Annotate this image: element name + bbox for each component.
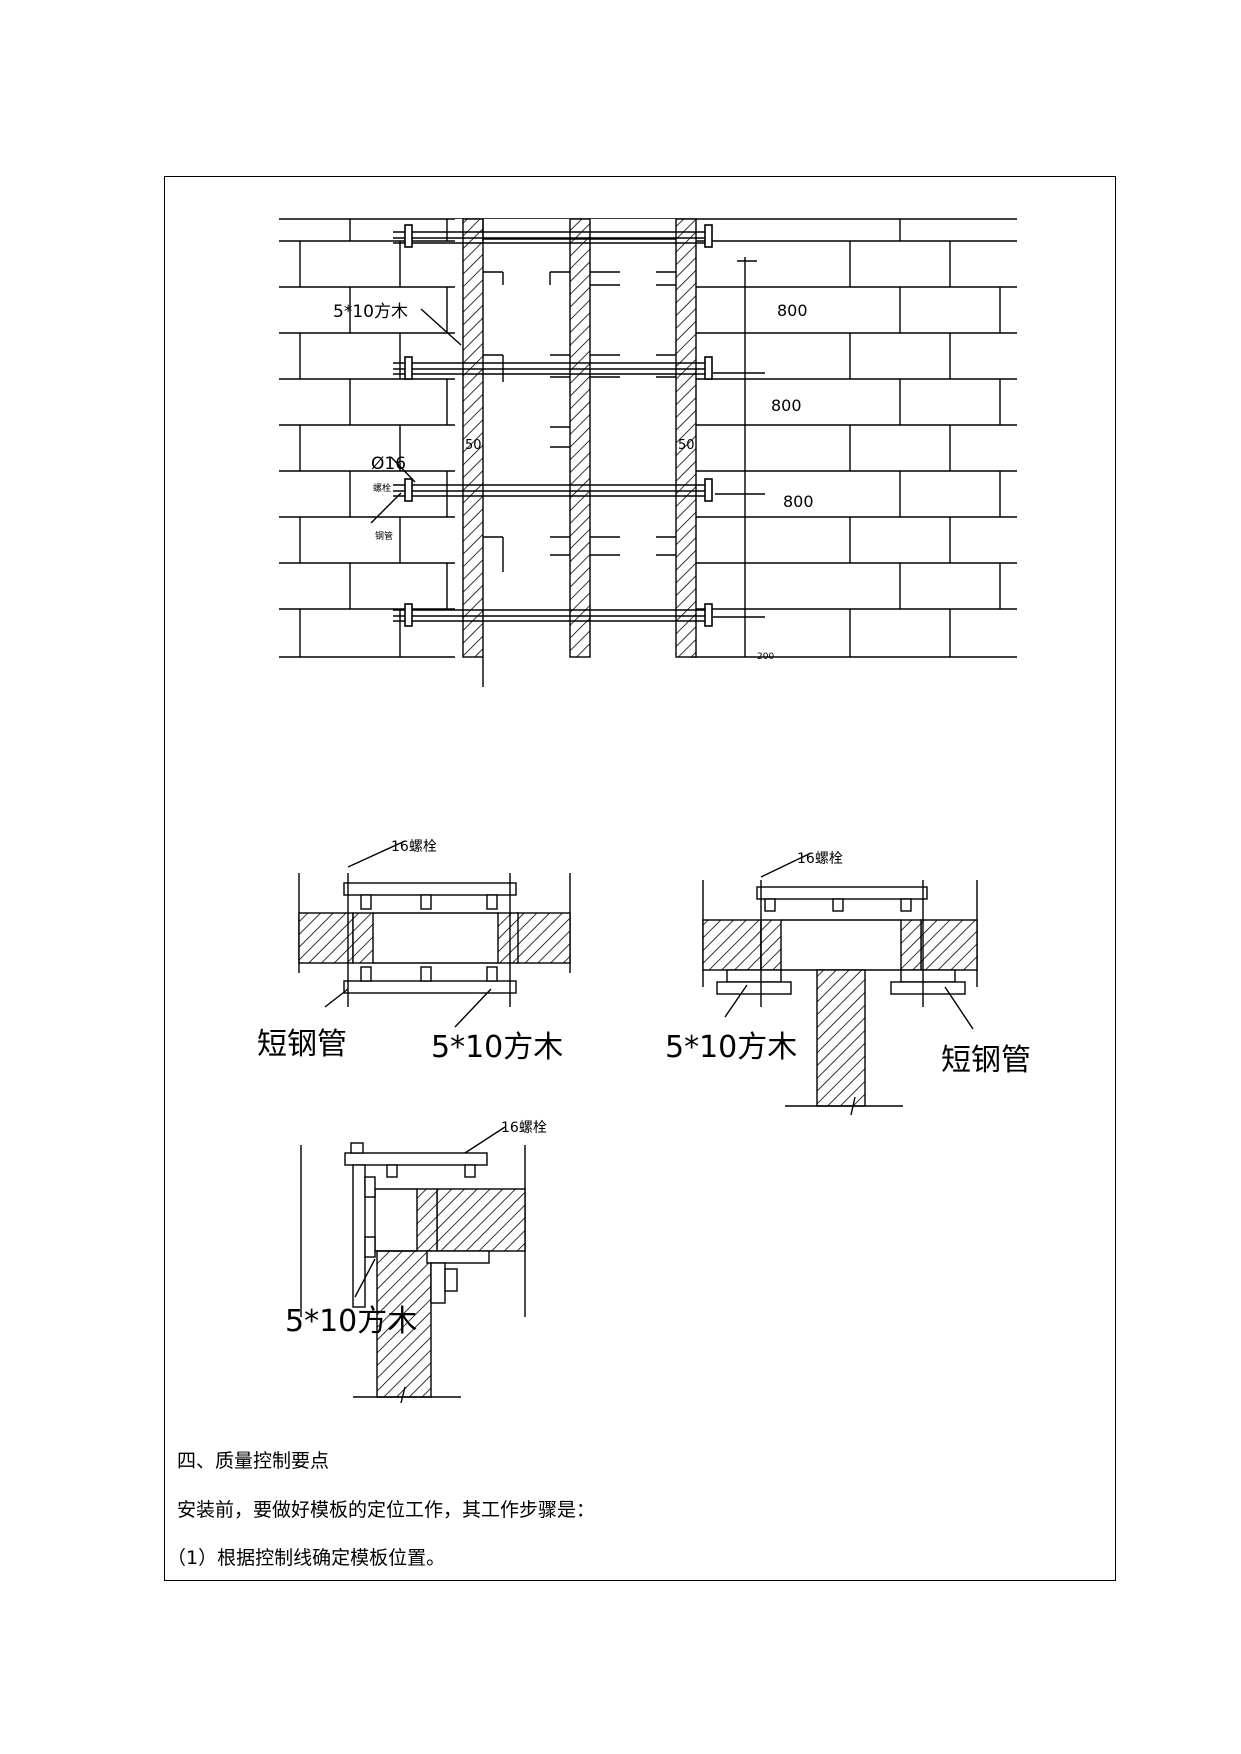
elevation-dim-2: 800 xyxy=(771,396,802,415)
elevation-mark-right: 50 xyxy=(678,438,695,453)
tie-bars xyxy=(393,224,713,627)
section-c xyxy=(300,1126,526,1404)
section-b-label-tube: 短钢管 xyxy=(941,1043,1031,1078)
section-a xyxy=(298,840,571,1028)
paragraph-2: （1）根据控制线确定模板位置。 xyxy=(167,1547,446,1569)
section-b xyxy=(702,852,978,1116)
formwork-drawings: 5*10方木 Ø16 螺栓 钢管 800 800 800 200 50 50 xyxy=(257,218,1031,1404)
elevation-label-bolt: Ø16 xyxy=(371,454,406,474)
section-a-label-tube: 短钢管 xyxy=(257,1027,347,1062)
section-a-label-bolt: 16螺栓 xyxy=(391,839,437,855)
section-b-label-bolt: 16螺栓 xyxy=(797,851,843,867)
paragraph-1: 安装前，要做好模板的定位工作，其工作步骤是： xyxy=(177,1499,596,1521)
section-a-label-batten: 5*10方木 xyxy=(431,1030,563,1065)
section-heading: 四、质量控制要点 xyxy=(177,1450,330,1472)
elevation-label-bolt-sub: 螺栓 xyxy=(373,482,391,494)
section-b-label-batten: 5*10方木 xyxy=(665,1030,797,1065)
elevation-mark-left: 50 xyxy=(465,438,482,453)
elevation-view xyxy=(279,218,1017,687)
elevation-dim-1: 800 xyxy=(777,301,808,320)
elevation-dim-4: 200 xyxy=(757,652,774,662)
section-c-label-bolt: 16螺栓 xyxy=(501,1120,547,1136)
content-frame: 5*10方木 Ø16 螺栓 钢管 800 800 800 200 50 50 xyxy=(164,176,1116,1581)
elevation-dim-3: 800 xyxy=(783,492,814,511)
elevation-label-batten: 5*10方木 xyxy=(333,302,408,322)
section-c-label-batten: 5*10方木 xyxy=(285,1304,417,1339)
elevation-label-tube-sub: 钢管 xyxy=(375,530,393,542)
dimension-line xyxy=(713,257,765,657)
